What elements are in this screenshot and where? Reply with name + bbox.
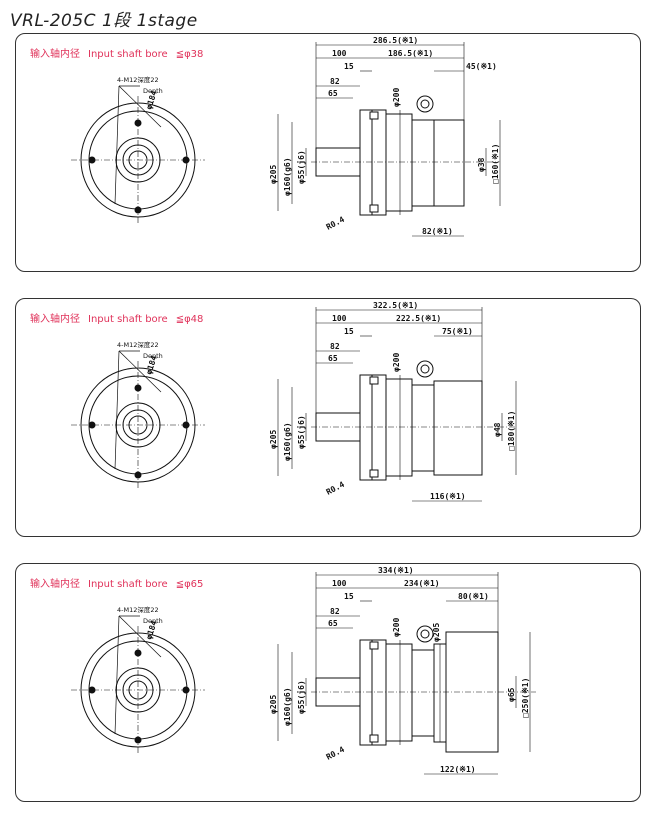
- dim-overall: 334(※1): [378, 566, 414, 575]
- bore-label-jp: 输入轴内径: [30, 314, 80, 325]
- dim-82: 82: [330, 342, 340, 351]
- dim-15: 15: [344, 327, 354, 336]
- dim-65: 65: [328, 619, 338, 628]
- dim-adapter-length: 45(※1): [466, 62, 497, 71]
- bore-spec: 输入轴内径 Input shaft bore ≦φ48: [30, 310, 211, 325]
- dim-200: φ200: [392, 618, 401, 637]
- dim-200: φ200: [392, 353, 401, 372]
- dim-55-j6: φ55(j6): [296, 415, 306, 449]
- dim-205: φ205: [269, 695, 278, 714]
- dim-200: φ200: [392, 88, 401, 107]
- bore-value: ≦φ65: [175, 579, 204, 590]
- side-view: [311, 625, 536, 753]
- dim-input-length: 222.5(※1): [396, 314, 441, 323]
- bore-value: ≦φ38: [175, 49, 204, 60]
- dim-radius: R0.4: [325, 480, 346, 497]
- dim-input-length: 234(※1): [404, 579, 440, 588]
- dim-205-adapter: φ205: [432, 623, 441, 642]
- bore-label-en: Input shaft bore: [88, 579, 168, 590]
- bore-label-jp: 输入轴内径: [30, 49, 80, 60]
- depth-label: Depth: [143, 352, 163, 360]
- bore-value: ≦φ48: [175, 314, 204, 325]
- dim-square: □180(※1): [507, 411, 516, 451]
- dim-adapter-offset: 116(※1): [430, 492, 466, 501]
- drawing-panel-3: 输入轴内径 Input shaft bore ≦φ65 4-M12深度22 Dept…: [15, 563, 641, 802]
- front-view: [71, 85, 205, 224]
- dim-65: 65: [328, 89, 338, 98]
- dimension-lines: [277, 42, 501, 237]
- dim-55-j6: φ55(j6): [296, 150, 306, 184]
- dim-65: 65: [328, 354, 338, 363]
- dim-square: □160(※1): [491, 144, 500, 184]
- tapped-hole-label: 4-M12深度22: [117, 75, 159, 84]
- dim-15: 15: [344, 62, 354, 71]
- depth-label: Depth: [143, 87, 163, 95]
- dim-adapter-length: 80(※1): [458, 592, 489, 601]
- dim-square: □250(※1): [521, 678, 530, 718]
- drawing-panel-2-svg: 4-M12深度22 Depth φ184: [71, 301, 517, 502]
- drawing-panel-2: 输入轴内径 Input shaft bore ≦φ48 4-M12深度22 Dept…: [15, 298, 641, 537]
- bore-label-jp: 输入轴内径: [30, 579, 80, 590]
- tapped-hole-label: 4-M12深度22: [117, 605, 159, 614]
- drawing-panel-1-svg: 4-M12深度22 Depth φ184: [71, 36, 501, 237]
- bore-label-en: Input shaft bore: [88, 49, 168, 60]
- dim-adapter-offset: 122(※1): [440, 765, 476, 774]
- dim-55-j6: φ55(j6): [296, 680, 306, 714]
- dim-160-g6: φ160(g6): [283, 687, 292, 726]
- dim-15: 15: [344, 592, 354, 601]
- dim-205: φ205: [269, 430, 278, 449]
- dim-radius: R0.4: [325, 745, 346, 762]
- dim-205: φ205: [269, 165, 278, 184]
- dim-160-g6: φ160(g6): [283, 422, 292, 461]
- bore-spec: 输入轴内径 Input shaft bore ≦φ38: [30, 45, 211, 60]
- page-title: VRL-205C 1段 1stage: [10, 11, 198, 31]
- depth-label: Depth: [143, 617, 163, 625]
- dim-82: 82: [330, 607, 340, 616]
- dim-100: 100: [332, 579, 347, 588]
- dim-adapter-offset: 82(※1): [422, 227, 453, 236]
- front-view: [71, 350, 205, 489]
- dimension-lines: [277, 307, 517, 502]
- dimension-lines: [277, 572, 531, 775]
- dim-adapter-length: 75(※1): [442, 327, 473, 336]
- dim-overall: 322.5(※1): [373, 301, 418, 310]
- dim-overall: 286.5(※1): [373, 36, 418, 45]
- bore-label-en: Input shaft bore: [88, 314, 168, 325]
- dim-bore: φ65: [507, 687, 516, 702]
- dim-input-length: 186.5(※1): [388, 49, 433, 58]
- front-view: [71, 615, 205, 754]
- drawing-panel-3-svg: 4-M12深度22 Depth φ184: [71, 566, 536, 775]
- dim-radius: R0.4: [325, 215, 346, 232]
- side-view: [311, 95, 496, 216]
- dim-82: 82: [330, 77, 340, 86]
- dim-100: 100: [332, 314, 347, 323]
- drawing-panel-1: 输入轴内径 Input shaft bore ≦φ38 4-M12深度22 Dept…: [15, 33, 641, 272]
- side-view: [311, 360, 516, 481]
- dim-160-g6: φ160(g6): [283, 157, 292, 196]
- tapped-hole-label: 4-M12深度22: [117, 340, 159, 349]
- bore-spec: 输入轴内径 Input shaft bore ≦φ65: [30, 575, 211, 590]
- dim-100: 100: [332, 49, 347, 58]
- dim-bore: φ48: [493, 422, 502, 437]
- dim-bore: φ38: [477, 157, 486, 172]
